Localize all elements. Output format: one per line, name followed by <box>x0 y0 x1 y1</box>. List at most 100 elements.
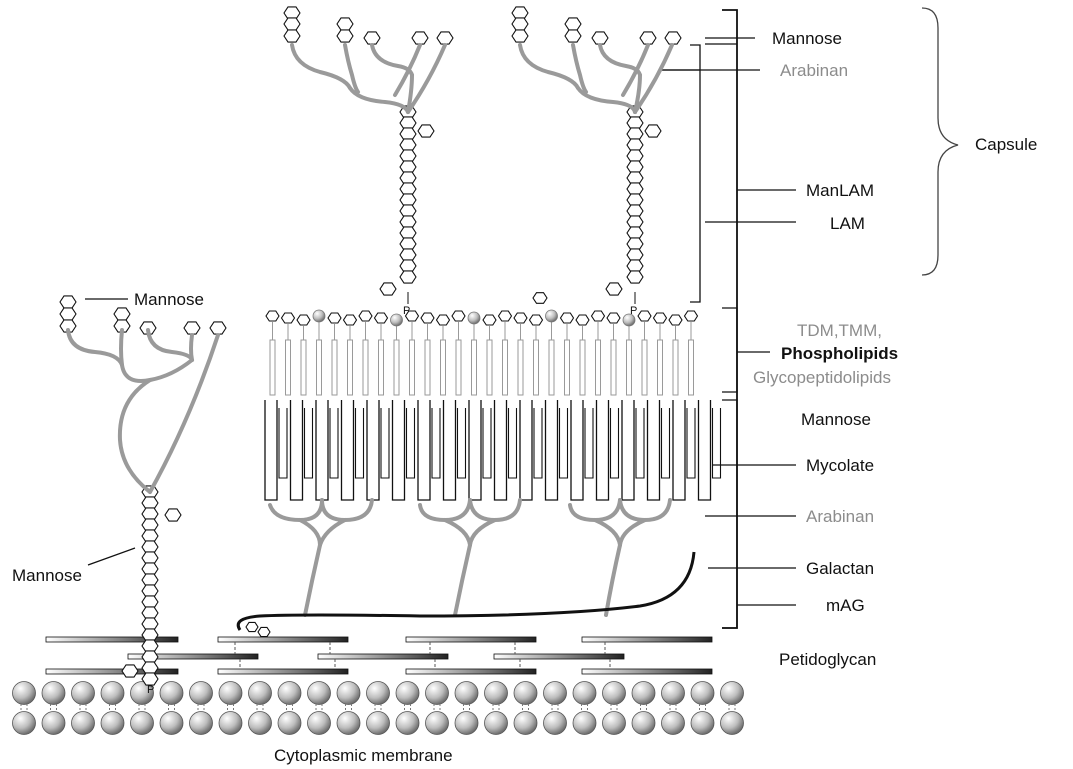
sugar-hexagon-icon <box>142 662 158 674</box>
peptidoglycan-strand <box>582 637 712 642</box>
peptidoglycan-strand <box>582 669 712 674</box>
sugar-hexagon-icon <box>142 574 158 586</box>
sugar-hexagon-icon <box>328 313 341 323</box>
lipid-head-icon <box>662 682 685 705</box>
lipid-head-icon <box>426 682 449 705</box>
lipid-head-icon <box>337 682 360 705</box>
sugar-hexagon-icon <box>142 530 158 542</box>
sugar-hexagon-icon <box>142 640 158 652</box>
sugar-hexagon-icon <box>246 622 258 631</box>
mycolate-chain <box>432 408 440 478</box>
lipid-head-icon <box>514 712 537 735</box>
mycolate-chain <box>444 400 456 500</box>
sugar-hexagon-icon <box>576 315 589 325</box>
lipid-head-icon <box>573 712 596 735</box>
lipid-head-icon <box>396 682 419 705</box>
lipid-head-icon <box>313 310 325 322</box>
sugar-hexagon-icon <box>627 117 643 129</box>
mycolate-chain <box>648 400 660 500</box>
sugar-hexagon-icon <box>530 315 543 325</box>
lipid-tail <box>658 340 663 395</box>
sugar-hexagon-icon <box>122 665 138 677</box>
mycolate-chain <box>509 408 517 478</box>
lipid-head-icon <box>190 712 213 735</box>
sugar-hexagon-icon <box>533 293 547 304</box>
lipid-tail <box>580 340 585 395</box>
sugar-hexagon-icon <box>685 311 698 321</box>
lipid-head-icon <box>131 712 154 735</box>
cytoplasmic-membrane <box>13 682 744 735</box>
sugar-hexagon-icon <box>210 322 226 334</box>
lipid-tail <box>270 340 275 395</box>
mycolate-chain <box>622 400 634 500</box>
lipid-tail <box>565 340 570 395</box>
lipid-head-icon <box>468 312 480 324</box>
peptidoglycan-strand <box>318 654 448 659</box>
lipid-head-icon <box>42 712 65 735</box>
label-peptidoglycan: Petidoglycan <box>779 650 876 669</box>
capsule-brace <box>922 8 958 275</box>
sugar-hexagon-icon <box>60 308 76 320</box>
lipid-head-icon <box>691 712 714 735</box>
sugar-hexagon-icon <box>142 552 158 564</box>
mycolate-chain <box>342 400 354 500</box>
sugar-hexagon-icon <box>627 172 643 184</box>
sugar-hexagon-icon <box>437 32 453 44</box>
sugar-hexagon-icon <box>400 117 416 129</box>
label-tdm-tmm: TDM,TMM, <box>797 321 882 340</box>
sugar-hexagon-icon <box>400 205 416 217</box>
sugar-hexagon-icon <box>400 150 416 162</box>
sugar-hexagon-icon <box>282 313 295 323</box>
lipid-head-icon <box>278 682 301 705</box>
lipid-head-icon <box>42 682 65 705</box>
sugar-hexagon-icon <box>565 30 581 42</box>
label-lam: LAM <box>830 214 865 233</box>
lipid-tail <box>487 340 492 395</box>
sugar-hexagon-icon <box>114 308 130 320</box>
lipid-tail <box>611 340 616 395</box>
sugar-hexagon-icon <box>512 30 528 42</box>
label-phospholipids: Phospholipids <box>781 344 898 363</box>
sugar-hexagon-icon <box>359 311 372 321</box>
lipid-tail <box>410 340 415 395</box>
sugar-hexagon-icon <box>337 30 353 42</box>
sugar-hexagon-icon <box>452 311 465 321</box>
label-glycopeptidolipids: Glycopeptidolipids <box>753 368 891 387</box>
peptidoglycan-strand <box>494 654 624 659</box>
sugar-hexagon-icon <box>142 618 158 630</box>
label-mag: mAG <box>826 596 865 615</box>
sugar-hexagon-icon <box>627 216 643 228</box>
sugar-hexagon-icon <box>669 315 682 325</box>
lipid-head-icon <box>308 682 331 705</box>
lipid-head-icon <box>662 712 685 735</box>
lipid-head-icon <box>367 712 390 735</box>
sugar-hexagon-icon <box>142 596 158 608</box>
mycolate-chain <box>381 408 389 478</box>
lipid-tail <box>642 340 647 395</box>
sugar-hexagon-icon <box>565 18 581 30</box>
sugar-hexagon-icon <box>627 271 643 283</box>
sugar-hexagon-icon <box>400 216 416 228</box>
lipid-head-icon <box>632 682 655 705</box>
label-mannose-lower-left: Mannose <box>12 566 82 585</box>
mycolate-chain <box>662 408 670 478</box>
sugar-hexagon-icon <box>421 313 434 323</box>
sugar-hexagon-icon <box>142 585 158 597</box>
lipid-head-icon <box>219 682 242 705</box>
mycolate-chain <box>534 408 542 478</box>
sugar-hexagon-icon <box>400 238 416 250</box>
label-cytoplasmic-membrane: Cytoplasmic membrane <box>274 746 453 765</box>
lipid-head-icon <box>337 712 360 735</box>
lipid-tail <box>317 340 322 395</box>
mycolate-chain <box>316 400 328 500</box>
lipid-head-icon <box>544 682 567 705</box>
mycolate-chain <box>279 408 287 478</box>
lipid-head-icon <box>544 712 567 735</box>
lipid-tail <box>425 340 430 395</box>
mycolate-chain <box>495 400 507 500</box>
lipid-head-icon <box>485 682 508 705</box>
sugar-hexagon-icon <box>380 283 396 295</box>
mycolate-layer <box>265 400 721 500</box>
lipid-head-icon <box>249 682 272 705</box>
